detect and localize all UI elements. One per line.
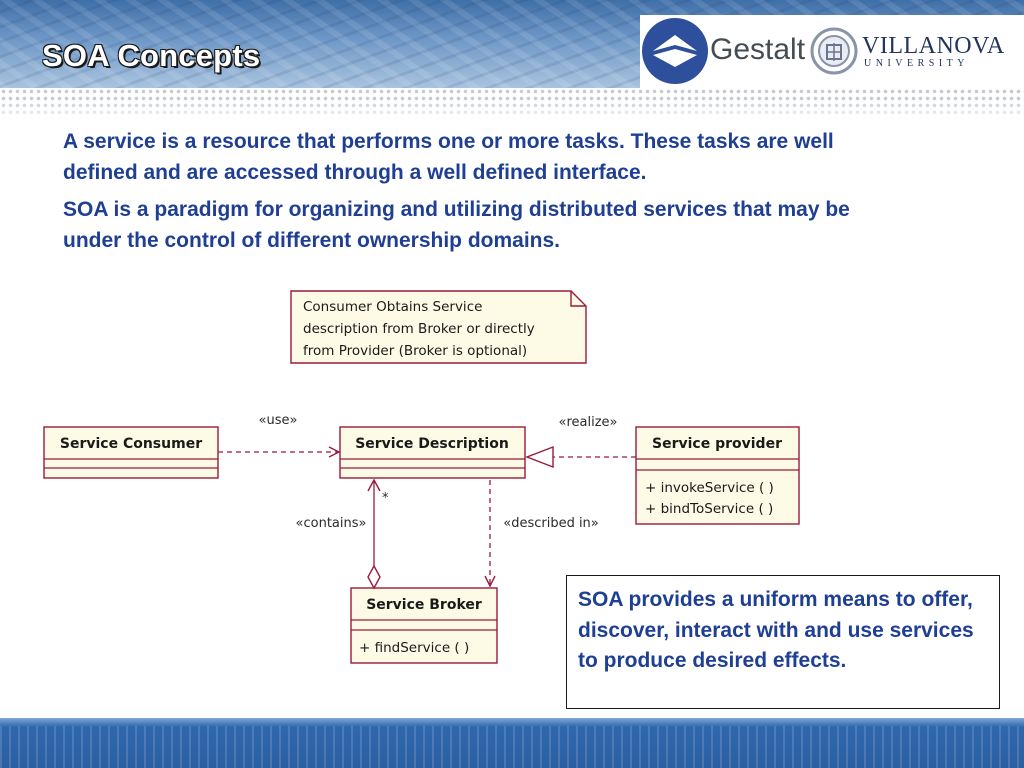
slide-title: SOA Concepts <box>42 38 261 73</box>
villanova-seal-icon <box>810 27 858 75</box>
class-operation: + bindToService ( ) <box>645 501 773 517</box>
note-line: from Provider (Broker is optional) <box>303 343 527 359</box>
relation-realize: «realize» <box>525 415 636 469</box>
callout-box: SOA provides a uniform means to offer, d… <box>566 575 1000 709</box>
stereotype-label: «contains» <box>296 516 367 531</box>
stereotype-label: «use» <box>259 413 298 428</box>
definition-paragraph-soa: SOA is a paradigm for organizing and uti… <box>63 198 850 252</box>
university-wordmark: UNIVERSITY <box>864 58 969 69</box>
uml-note: Consumer Obtains Service description fro… <box>290 290 587 364</box>
relation-described-in: «described in» <box>490 480 599 586</box>
multiplicity-label: * <box>382 491 389 506</box>
relation-use: «use» <box>218 413 339 452</box>
note-line: Consumer Obtains Service <box>303 299 482 315</box>
class-name: Service Broker <box>366 597 482 613</box>
villanova-logo: VILLANOVA UNIVERSITY <box>810 15 1024 88</box>
gestalt-logo: Gestalt <box>640 15 805 88</box>
dotted-band-fade <box>0 100 1024 122</box>
villanova-wordmark: VILLANOVA <box>862 33 1005 59</box>
footer-band <box>0 718 1024 768</box>
class-service-broker: Service Broker + findService ( ) <box>350 587 498 664</box>
gestalt-emblem-icon <box>642 18 708 84</box>
class-operation: + findService ( ) <box>359 640 469 656</box>
stereotype-label: «realize» <box>559 415 618 430</box>
class-name: Service provider <box>652 436 782 452</box>
gestalt-wordmark: Gestalt <box>710 33 806 66</box>
callout-text: SOA provides a uniform means to offer, d… <box>578 588 974 672</box>
class-operation: + invokeService ( ) <box>645 480 774 496</box>
definition-paragraph-service: A service is a resource that performs on… <box>63 130 834 184</box>
relation-contains: * «contains» <box>296 478 389 590</box>
class-name: Service Description <box>355 436 509 452</box>
logo-area: Gestalt VILLANOVA UNIVERSITY <box>640 15 1024 88</box>
class-name: Service Consumer <box>60 436 202 452</box>
class-service-description: Service Description <box>339 426 526 479</box>
class-service-consumer: Service Consumer <box>43 426 219 479</box>
class-service-provider: Service provider + invokeService ( ) + b… <box>635 426 800 525</box>
stereotype-label: «described in» <box>503 516 599 531</box>
footer-stripes <box>0 726 1024 768</box>
note-line: description from Broker or directly <box>303 321 535 337</box>
